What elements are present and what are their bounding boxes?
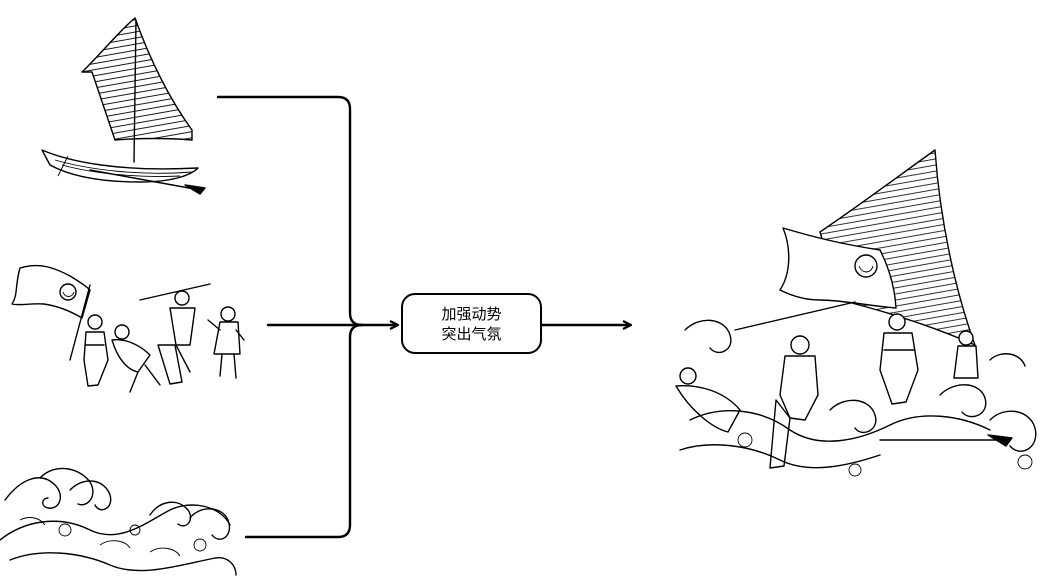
process-box: 加强动势 突出气氛 bbox=[401, 293, 542, 354]
sailboat-illustration bbox=[41, 17, 206, 195]
connector-from-sailboat bbox=[216, 95, 364, 327]
connector-from-waves bbox=[244, 323, 364, 539]
output-illustration bbox=[675, 149, 1037, 477]
connector-lines bbox=[216, 95, 630, 539]
waves-illustration bbox=[0, 467, 237, 576]
soldiers-illustration bbox=[11, 264, 245, 393]
process-label-line1: 加强动势 bbox=[441, 304, 502, 323]
process-label-line2: 突出气氛 bbox=[441, 324, 502, 343]
